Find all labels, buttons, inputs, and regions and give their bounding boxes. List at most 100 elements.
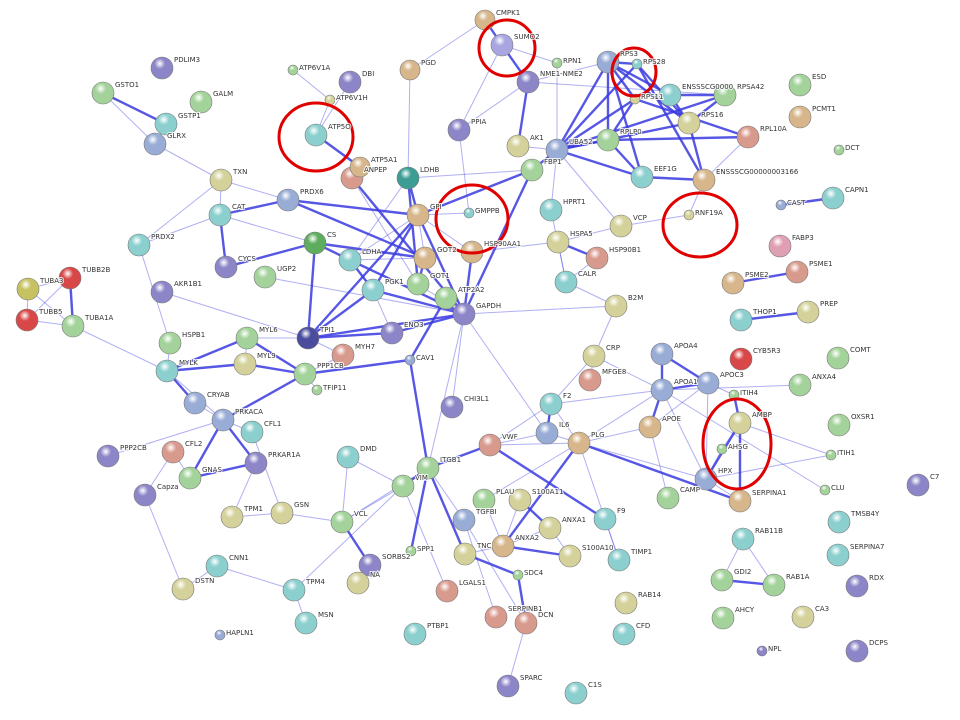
protein-node-bubble[interactable] <box>791 605 815 629</box>
protein-node-bubble[interactable] <box>692 168 716 192</box>
protein-node-bubble[interactable] <box>631 58 643 70</box>
protein-node-bubble[interactable] <box>396 166 420 190</box>
protein-node-bubble[interactable] <box>545 138 569 162</box>
protein-node-bubble[interactable] <box>785 260 809 284</box>
protein-node-bubble[interactable] <box>158 331 182 355</box>
protein-node-bubble[interactable] <box>214 629 226 641</box>
protein-node-bubble[interactable] <box>775 199 787 211</box>
protein-node-bubble[interactable] <box>516 70 540 94</box>
protein-node-bubble[interactable] <box>796 300 820 324</box>
protein-node-bubble[interactable] <box>506 134 530 158</box>
protein-node-bubble[interactable] <box>683 209 695 221</box>
protein-node-bubble[interactable] <box>472 488 496 512</box>
protein-node-bubble[interactable] <box>178 466 202 490</box>
protein-node-bubble[interactable] <box>303 231 327 255</box>
protein-node-bubble[interactable] <box>731 527 755 551</box>
protein-node-bubble[interactable] <box>474 9 496 31</box>
protein-node-bubble[interactable] <box>614 591 638 615</box>
protein-node-bubble[interactable] <box>330 510 354 534</box>
protein-node-bubble[interactable] <box>490 33 514 57</box>
protein-node-bubble[interactable] <box>827 510 851 534</box>
protein-node-bubble[interactable] <box>630 165 654 189</box>
protein-node-bubble[interactable] <box>208 203 232 227</box>
protein-node-bubble[interactable] <box>287 64 299 76</box>
protein-node-bubble[interactable] <box>607 548 631 572</box>
protein-node-bubble[interactable] <box>756 645 768 657</box>
protein-node-bubble[interactable] <box>710 568 734 592</box>
protein-node-bubble[interactable] <box>496 674 520 698</box>
protein-node-bubble[interactable] <box>821 186 845 210</box>
protein-node-bubble[interactable] <box>150 56 174 80</box>
protein-node-bubble[interactable] <box>453 542 477 566</box>
protein-node-bubble[interactable] <box>403 622 427 646</box>
protein-node-bubble[interactable] <box>240 420 264 444</box>
protein-node-bubble[interactable] <box>452 302 476 326</box>
protein-node-bubble[interactable] <box>380 321 404 345</box>
protein-node-bubble[interactable] <box>845 574 869 598</box>
protein-node-bubble[interactable] <box>819 484 831 496</box>
protein-node-bubble[interactable] <box>729 347 753 371</box>
protein-node-bubble[interactable] <box>211 408 235 432</box>
protein-node-bubble[interactable] <box>189 90 213 114</box>
protein-node-bubble[interactable] <box>721 271 745 295</box>
protein-node-bubble[interactable] <box>183 391 207 415</box>
protein-node-bubble[interactable] <box>609 214 633 238</box>
protein-node-bubble[interactable] <box>220 505 244 529</box>
protein-node-bubble[interactable] <box>391 474 415 498</box>
protein-node-bubble[interactable] <box>331 343 355 367</box>
protein-node-bubble[interactable] <box>638 415 662 439</box>
protein-node-bubble[interactable] <box>58 266 82 290</box>
protein-node-bubble[interactable] <box>338 248 362 272</box>
protein-node-bubble[interactable] <box>762 573 786 597</box>
protein-node-bubble[interactable] <box>539 392 563 416</box>
protein-node-bubble[interactable] <box>520 158 544 182</box>
protein-node-bubble[interactable] <box>604 294 628 318</box>
protein-node-bubble[interactable] <box>235 326 259 350</box>
protein-node-bubble[interactable] <box>253 265 277 289</box>
protein-node-bubble[interactable] <box>508 488 532 512</box>
protein-node-bubble[interactable] <box>711 606 735 630</box>
protein-node-bubble[interactable] <box>143 132 167 156</box>
protein-node-bubble[interactable] <box>346 571 370 595</box>
protein-node-bubble[interactable] <box>296 326 320 350</box>
protein-node-bubble[interactable] <box>612 622 636 646</box>
protein-node-bubble[interactable] <box>736 125 760 149</box>
protein-node-bubble[interactable] <box>406 203 430 227</box>
protein-node-bubble[interactable] <box>535 421 559 445</box>
protein-node-bubble[interactable] <box>585 246 609 270</box>
protein-node-bubble[interactable] <box>650 378 674 402</box>
protein-node-bubble[interactable] <box>293 362 317 386</box>
protein-node-bubble[interactable] <box>825 449 837 461</box>
protein-node-bubble[interactable] <box>484 605 508 629</box>
protein-node-bubble[interactable] <box>434 286 458 310</box>
protein-node-bubble[interactable] <box>349 156 371 178</box>
protein-node-bubble[interactable] <box>906 473 930 497</box>
protein-node-bubble[interactable] <box>539 198 563 222</box>
protein-node-bubble[interactable] <box>713 83 737 107</box>
protein-node-bubble[interactable] <box>91 81 115 105</box>
protein-node-bubble[interactable] <box>416 456 440 480</box>
protein-node-bubble[interactable] <box>304 123 328 147</box>
protein-node-bubble[interactable] <box>154 112 178 136</box>
protein-node-bubble[interactable] <box>677 111 701 135</box>
protein-node-bubble[interactable] <box>399 59 421 81</box>
protein-node-bubble[interactable] <box>282 578 306 602</box>
protein-node-bubble[interactable] <box>596 50 620 74</box>
protein-node-bubble[interactable] <box>833 144 845 156</box>
protein-node-bubble[interactable] <box>404 354 416 366</box>
protein-node-bubble[interactable] <box>716 443 728 455</box>
protein-node-bubble[interactable] <box>578 368 602 392</box>
protein-node-bubble[interactable] <box>171 577 195 601</box>
protein-node-bubble[interactable] <box>447 118 471 142</box>
protein-node-bubble[interactable] <box>512 569 524 581</box>
protein-node-bubble[interactable] <box>567 431 591 455</box>
protein-node-bubble[interactable] <box>827 413 851 437</box>
protein-node-bubble[interactable] <box>150 280 174 304</box>
protein-node-bubble[interactable] <box>768 234 792 258</box>
protein-node-bubble[interactable] <box>650 342 674 366</box>
protein-node-bubble[interactable] <box>435 579 459 603</box>
protein-node-bubble[interactable] <box>440 395 464 419</box>
protein-node-bubble[interactable] <box>209 168 233 192</box>
protein-node-bubble[interactable] <box>413 246 437 270</box>
protein-node-bubble[interactable] <box>478 433 502 457</box>
